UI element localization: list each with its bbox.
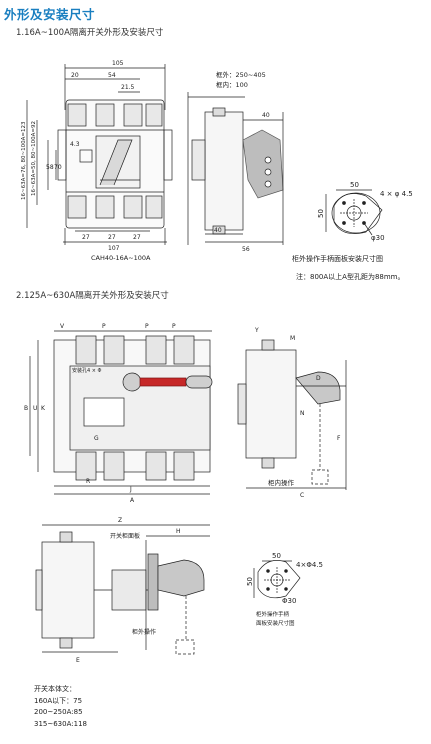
s2-label-v: V <box>60 323 65 330</box>
s1-dim-21-5: 21.5 <box>121 84 135 91</box>
s2-hole-label: 安装孔4 × Φ <box>72 367 102 374</box>
s1-side-56: 56 <box>242 246 250 253</box>
s2-label-k: K <box>41 405 46 412</box>
s1-dim-hole: 4.3 <box>70 141 80 148</box>
s2-side-f: F <box>337 435 341 442</box>
s1-front-view <box>26 64 173 245</box>
page-title: 外形及安装尺寸 <box>4 7 96 22</box>
s1-dim-27b: 27 <box>108 234 116 241</box>
s1-handle-panel <box>325 189 383 236</box>
s1-handle-caption: 柜外操作手柄面板安装尺寸图 <box>292 255 383 263</box>
body-size-row-2: 200~250A:85 <box>34 708 83 716</box>
s2-label-p1: P <box>102 323 106 330</box>
s2-hp-center: Φ30 <box>282 597 296 605</box>
s1-dim-20: 20 <box>71 72 79 79</box>
s2-hp-50h: 50 <box>272 552 281 560</box>
s2-label-r: R <box>86 478 90 485</box>
s1-hp-50h: 50 <box>350 181 359 189</box>
s1-dim-107: 107 <box>108 245 120 252</box>
s2-label-u: U <box>33 405 37 412</box>
s1-side-40-bottom: 40 <box>214 227 222 234</box>
s2-side-caption: 柜内操作 <box>268 478 295 487</box>
s2-handle-panel <box>253 560 301 599</box>
s2-side-c: C <box>300 492 304 499</box>
s2-label-a: A <box>130 497 135 504</box>
s2-label-g: G <box>94 435 99 442</box>
s2-cabinet-view <box>35 524 210 655</box>
s2-side-d: D <box>316 375 321 382</box>
s2-label-p2: P <box>145 323 149 330</box>
s2-front-view <box>29 330 213 495</box>
s1-dim-54: 54 <box>108 72 116 79</box>
s2-cab-h: H <box>176 528 181 535</box>
s2-cab-z: Z <box>118 517 122 524</box>
s1-dim-58: 58 <box>46 164 54 171</box>
s1-dim-vert-2: 16~63A=50, 80~100A=92 <box>31 121 37 196</box>
s2-side-view <box>237 339 347 490</box>
section2-heading: 2.125A~630A隔离开关外形及安装尺寸 <box>16 291 169 301</box>
s2-label-p3: P <box>172 323 176 330</box>
s1-caption: CAH40-16A~100A <box>91 254 151 262</box>
s2-cab-operate-label: 柜外操作 <box>132 628 156 636</box>
s1-dim-105: 105 <box>112 60 124 67</box>
s1-handle-note: 注：800A以上A型孔距为88mm。 <box>296 273 405 281</box>
body-size-heading: 开关本体文： <box>34 685 76 693</box>
s2-label-b: B <box>24 405 28 412</box>
s1-side-view <box>187 92 284 245</box>
s2-side-m: M <box>290 335 295 342</box>
s2-side-y: Y <box>254 327 259 334</box>
s2-hp-caption-1: 柜外操作手柄 <box>256 610 290 618</box>
s1-cabinet-frame: 框外：250~405 <box>216 70 266 79</box>
s1-side-40-top: 40 <box>262 112 270 119</box>
s1-dim-70: 70 <box>54 164 62 171</box>
s1-dim-27a: 27 <box>82 234 90 241</box>
s1-cabinet-inner: 框内：100 <box>216 80 248 89</box>
s2-label-j: J <box>129 486 132 493</box>
s1-hp-center: φ30 <box>371 234 385 242</box>
s2-hp-holes: 4×Φ4.5 <box>296 561 323 569</box>
s2-cab-panel-label: 开关柜面板 <box>110 532 140 540</box>
s1-dim-vert-1: 16~63A=76, 80~100A=123 <box>21 121 27 200</box>
s2-cab-e: E <box>76 657 80 664</box>
s1-hp-holes: 4 × φ 4.5 <box>380 190 413 198</box>
body-size-row-1: 160A以下：75 <box>34 697 83 705</box>
section1-heading: 1.16A~100A隔离开关外形及安装尺寸 <box>16 28 164 38</box>
s1-hp-50v: 50 <box>317 209 325 218</box>
s2-hp-50v: 50 <box>246 577 254 586</box>
s2-hp-caption-2: 面板安装尺寸图 <box>256 619 295 627</box>
body-size-row-3: 315~630A:118 <box>34 720 87 728</box>
s1-dim-27c: 27 <box>133 234 141 241</box>
s2-side-n: N <box>300 410 305 417</box>
